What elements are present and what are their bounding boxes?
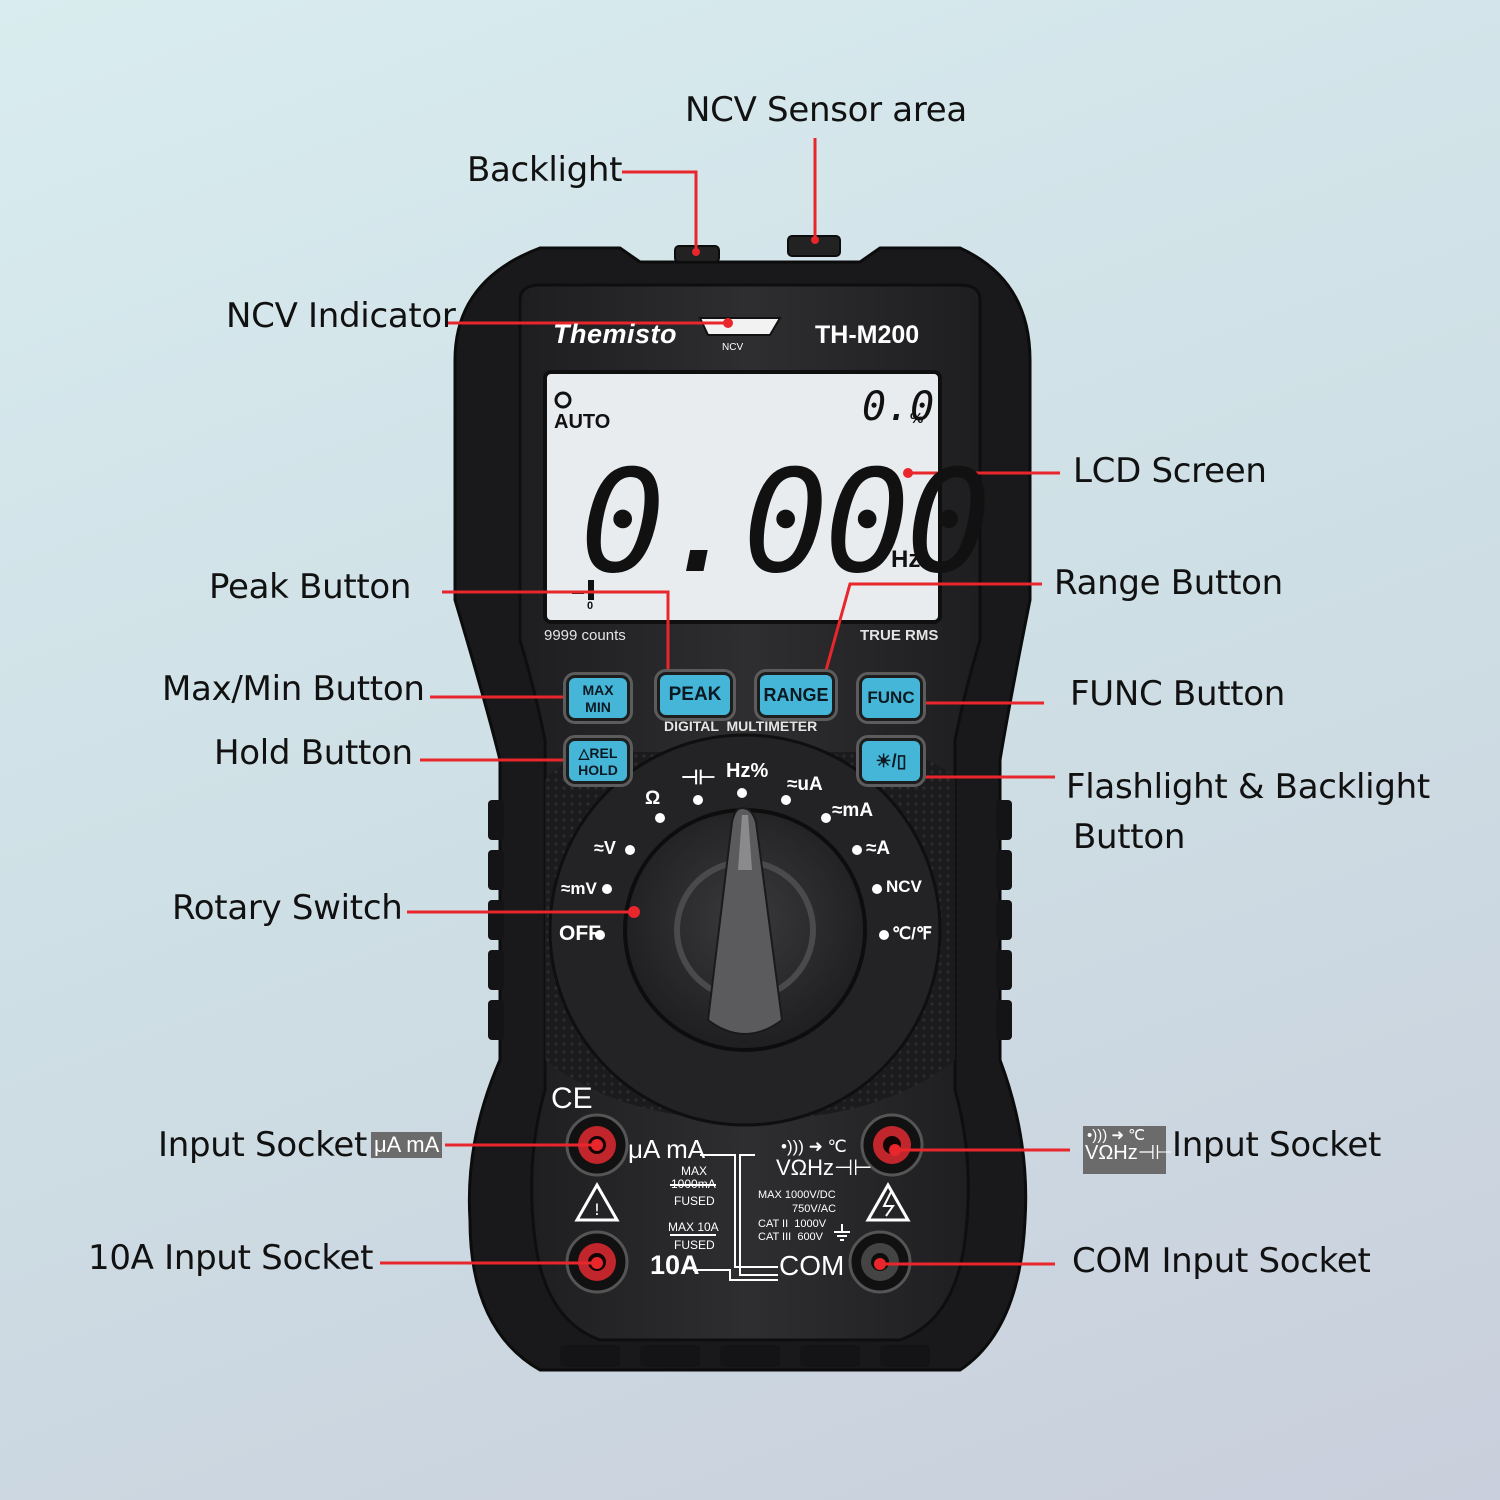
- svg-text:!: !: [594, 1200, 600, 1219]
- warning-icon: [574, 1181, 620, 1222]
- ground-icon: [834, 1224, 850, 1241]
- max-1000ma-label: MAX: [681, 1164, 708, 1178]
- dial-dots: [595, 788, 889, 940]
- grip-ribs: [488, 800, 1012, 1040]
- ce-mark: CE: [551, 1082, 593, 1115]
- delta-icon: △: [578, 744, 590, 761]
- callout-v-symbol-box: •))) ➜ ℃ VΩHz⊣⊢: [1083, 1126, 1173, 1174]
- hold-label: HOLD: [578, 761, 618, 778]
- callout-hold-button: Hold Button: [214, 733, 413, 773]
- dial-ohm: Ω: [645, 788, 661, 809]
- dial-ua: ≈uA: [787, 774, 823, 795]
- max-rating-ac: 750V/AC: [792, 1203, 837, 1215]
- max-label: MAX: [582, 681, 614, 698]
- dial-v: ≈V: [594, 838, 616, 858]
- rotary-pointer: [706, 806, 784, 1035]
- callout-v-symbol: VΩHz⊣⊢: [1085, 1142, 1173, 1164]
- callout-flashlight-backlight-button-2: Button: [1073, 817, 1186, 857]
- model-name: TH-M200: [815, 321, 920, 349]
- lcd-screen: [543, 370, 942, 624]
- callout-v-symbol-top: •))) ➜ ℃: [1087, 1127, 1145, 1144]
- ncv-indicator-window: [698, 317, 782, 336]
- callout-peak-button: Peak Button: [209, 567, 412, 607]
- range-button[interactable]: RANGE: [757, 672, 835, 718]
- callout-lcd-screen: LCD Screen: [1073, 451, 1267, 491]
- lcd-duty-unit: %: [910, 410, 924, 427]
- ten-a-socket-label: 10A: [650, 1250, 700, 1280]
- bottom-feet: [560, 1345, 930, 1367]
- fused-label-1: FUSED: [674, 1194, 715, 1208]
- callout-10a-input-socket: 10A Input Socket: [88, 1238, 374, 1278]
- peak-button[interactable]: PEAK: [657, 672, 733, 718]
- callout-rotary-switch: Rotary Switch: [172, 888, 403, 928]
- digital-multimeter-label: DIGITAL MULTIMETER: [664, 718, 818, 734]
- dial-hz: Hz%: [726, 760, 769, 782]
- dial-capacitance: ⊣⊢: [681, 767, 716, 789]
- ncv-indicator-label: NCV: [722, 342, 744, 353]
- lcd-main-reading: 0.000: [580, 440, 991, 605]
- v-socket-symbols: VΩHz⊣⊢: [776, 1155, 873, 1180]
- max-1000ma-value: 1000mA: [671, 1177, 716, 1191]
- func-button[interactable]: FUNC: [859, 675, 923, 721]
- min-label: MIN: [585, 698, 611, 715]
- counts-label: 9999 counts: [544, 627, 626, 644]
- callout-backlight: Backlight: [467, 150, 623, 190]
- cat-iii-rating: CAT III 600V: [758, 1231, 824, 1243]
- com-socket-label: COM: [779, 1250, 845, 1281]
- auto-power-icon: [554, 391, 572, 409]
- callout-com-input-socket: COM Input Socket: [1072, 1241, 1371, 1281]
- dial-mv: ≈mV: [561, 879, 597, 898]
- dial-temp: ℃/℉: [892, 924, 932, 943]
- callout-range-button: Range Button: [1054, 563, 1283, 603]
- callout-func-button: FUNC Button: [1070, 674, 1286, 714]
- callout-max-min-button: Max/Min Button: [162, 669, 425, 709]
- flashlight-backlight-icon: ☀/▯: [875, 750, 907, 771]
- brand-logo: Themisto: [553, 319, 678, 349]
- fused-label-2: FUSED: [674, 1238, 715, 1252]
- dial-off: OFF: [559, 922, 601, 945]
- dial-a: ≈A: [866, 838, 891, 859]
- callout-ua-ma-symbol: μA mA: [371, 1132, 443, 1158]
- cat-ii-rating: CAT II 1000V: [758, 1218, 827, 1230]
- max-rating-dc: MAX 1000V/DC: [758, 1189, 836, 1201]
- flashlight-backlight-button[interactable]: ☀/▯: [859, 738, 923, 784]
- true-rms-label: TRUE RMS: [860, 627, 939, 644]
- socket-bracket-lines: [670, 1154, 778, 1281]
- callout-input-socket-ua-ma: Input Socket: [158, 1125, 368, 1165]
- lcd-unit: Hz: [891, 546, 921, 573]
- rel-label: △REL: [578, 744, 618, 761]
- callout-ncv-indicator: NCV Indicator: [226, 296, 456, 336]
- v-socket-symbols-top: •))) ➜ ℃: [781, 1137, 847, 1156]
- lcd-auto: AUTO: [554, 411, 611, 433]
- ua-ma-socket-label: μA mA: [628, 1134, 706, 1164]
- dial-ncv: NCV: [886, 877, 922, 896]
- dial-ma: ≈mA: [832, 800, 874, 821]
- max-10a-label: MAX 10A: [668, 1220, 719, 1234]
- lcd-duty-reading: 0.0: [862, 384, 935, 430]
- callout-flashlight-backlight-button-1: Flashlight & Backlight: [1066, 767, 1430, 807]
- callout-ncv-sensor-area: NCV Sensor area: [685, 90, 967, 130]
- warning-icon: [865, 1181, 911, 1222]
- lcd-bar-zero: 0: [587, 600, 594, 612]
- callout-input-socket-v: Input Socket: [1172, 1125, 1382, 1165]
